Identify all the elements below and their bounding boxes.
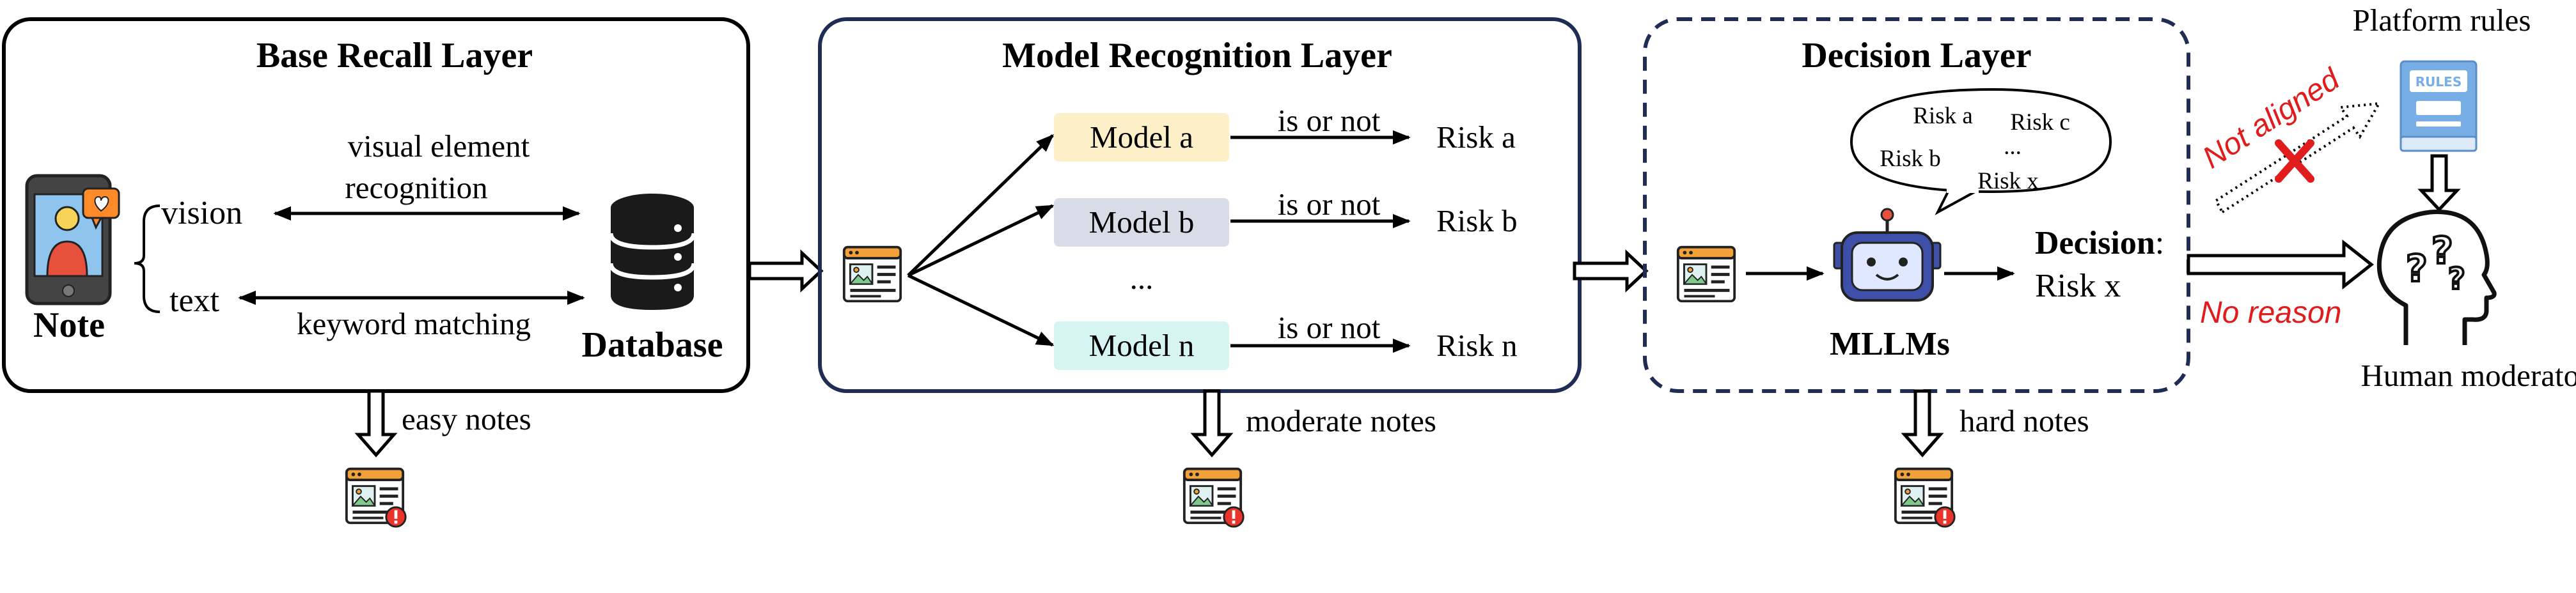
vision-label: vision: [161, 195, 242, 231]
model-n-label: Model n: [1089, 328, 1195, 363]
database-label: Database: [582, 325, 723, 365]
models-ellipsis: ...: [1130, 261, 1154, 296]
moderate-notes-arrow: [1190, 389, 1234, 458]
text-label: text: [169, 282, 220, 319]
bubble-risk-x: Risk x: [1977, 168, 2039, 194]
hard-note-icon: [1894, 467, 1956, 528]
text-edge-label: keyword matching: [297, 306, 531, 341]
human-moderators-label: Human moderators: [2361, 358, 2576, 393]
vision-edge-label-line1: visual element: [348, 128, 530, 164]
rules-book-icon: RULES: [2399, 60, 2478, 152]
not-aligned-label: Not aligned: [2197, 62, 2346, 175]
thought-bubble: [1850, 88, 2112, 215]
base-recall-layer-title: Base Recall Layer: [256, 36, 533, 75]
decision-value: Risk x: [2035, 268, 2121, 304]
model-recognition-layer-title: Model Recognition Layer: [1002, 36, 1392, 75]
bubble-risk-a: Risk a: [1913, 103, 1973, 129]
decision-input-note-icon: [1676, 245, 1736, 303]
to-model-layer-arrow: [748, 249, 824, 293]
model-a-box: [1054, 113, 1229, 162]
cross-icon: [2275, 139, 2314, 183]
vision-edge-label-line2: recognition: [345, 170, 487, 205]
robot-icon: [1833, 208, 1942, 302]
note-label: Note: [33, 305, 105, 345]
model-a-edge-label: is or not: [1278, 103, 1381, 138]
easy-note-icon: [345, 467, 407, 528]
fan-arrow-model-n: [907, 273, 1055, 347]
risk-a-label: Risk a: [1436, 119, 1516, 155]
model-n-edge-label: is or not: [1278, 310, 1381, 345]
fan-arrow-model-b: [907, 204, 1055, 277]
rules-icon-text: RULES: [2415, 74, 2462, 89]
hard-notes-arrow: [1901, 389, 1944, 458]
moderate-note-icon: [1182, 467, 1245, 528]
no-reason-label: No reason: [2200, 296, 2341, 330]
bubble-ellipsis: ...: [2004, 134, 2022, 160]
model-input-note-icon: [842, 245, 902, 303]
to-decision-layer-arrow: [1573, 249, 1649, 293]
human-head-icon: ? ? ?: [2376, 210, 2497, 345]
phone-icon: [25, 174, 120, 305]
svg-text:?: ?: [2406, 247, 2428, 290]
svg-text:?: ?: [2448, 261, 2465, 296]
risk-b-label: Risk b: [1436, 203, 1518, 238]
platform-rules-label: Platform rules: [2353, 3, 2531, 38]
rules-to-moderators-arrow: [2417, 154, 2461, 212]
hard-notes-label: hard notes: [1959, 403, 2089, 438]
risk-n-label: Risk n: [1436, 328, 1518, 363]
input-brace: [134, 204, 161, 313]
decision-layer-box: [1643, 17, 2190, 393]
bubble-risk-b: Risk b: [1880, 146, 1941, 172]
database-icon: [608, 194, 696, 310]
decision-to-moderators-arrow: [2187, 239, 2375, 290]
model-a-label: Model a: [1090, 119, 1193, 155]
moderate-notes-label: moderate notes: [1246, 403, 1436, 438]
mllms-label: MLLMs: [1830, 326, 1950, 362]
decision-layer-title: Decision Layer: [1802, 36, 2031, 75]
model-b-edge-label: is or not: [1278, 187, 1381, 222]
decision-label: Decision:: [2035, 225, 2164, 261]
easy-notes-label: easy notes: [402, 401, 531, 436]
model-b-box: [1054, 198, 1229, 247]
model-recognition-layer-box: [818, 17, 1582, 393]
bubble-risk-c: Risk c: [2010, 109, 2070, 135]
svg-text:?: ?: [2431, 229, 2453, 272]
fan-arrow-model-a: [907, 134, 1055, 277]
model-n-box: [1054, 321, 1229, 370]
model-b-label: Model b: [1089, 204, 1195, 240]
easy-notes-arrow: [354, 389, 398, 458]
